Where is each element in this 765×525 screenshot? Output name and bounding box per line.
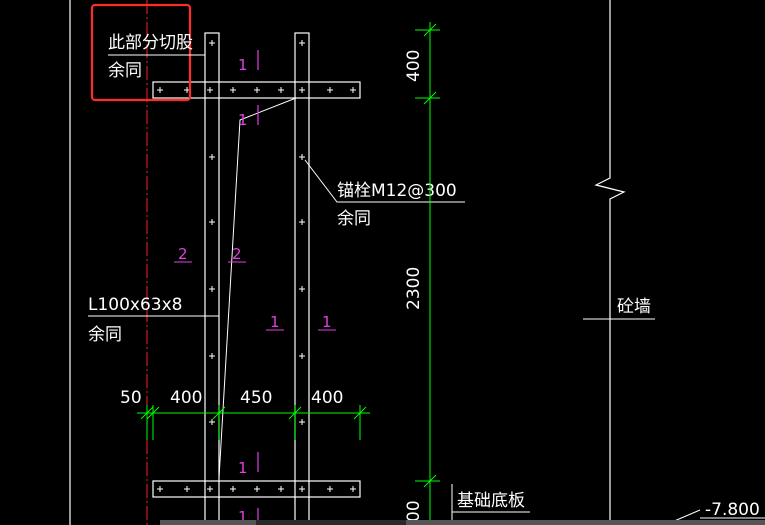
- bottom-plate: [152, 480, 361, 498]
- elevation-label: -7.800: [705, 500, 760, 520]
- dim-horizontal-3: 450: [240, 388, 272, 408]
- highlight-box: [90, 3, 192, 102]
- dim-vertical-2: 2300: [404, 267, 424, 310]
- base-plate-label: 基础底板: [457, 491, 525, 511]
- note-top-left-line2: 余同: [108, 61, 142, 81]
- vertical-dimension: [415, 22, 440, 525]
- angle-note-line2: 余同: [88, 325, 122, 345]
- dim-horizontal-4: 400: [311, 388, 343, 408]
- section-underlines: [174, 261, 336, 331]
- anchor-note-line1: 锚栓M12@300: [337, 181, 457, 201]
- anchor-bolts: [157, 40, 356, 492]
- wall-boundary-line: [594, 0, 626, 525]
- dim-vertical-1: 400: [404, 50, 424, 82]
- dim-horizontal-2: 400: [170, 388, 202, 408]
- section-mark-5: 1: [270, 313, 280, 331]
- dim-vertical-3: 00: [404, 500, 424, 522]
- diagonal-brace: [218, 97, 297, 479]
- section-mark-1: 1: [238, 56, 248, 74]
- section-mark-4: 2: [232, 245, 242, 263]
- inner-dashed-frame: [218, 97, 296, 482]
- left-post: [204, 32, 220, 525]
- wall-label: 砼墙: [617, 297, 651, 317]
- horizontal-dimension: [137, 405, 370, 440]
- anchor-note-leader: [304, 159, 465, 203]
- section-mark-6: 1: [322, 313, 332, 331]
- right-post: [294, 32, 310, 525]
- bottom-strip: [160, 520, 765, 525]
- anchor-note-line2: 余同: [337, 209, 371, 229]
- note-top-left-line1: 此部分切股: [108, 33, 193, 53]
- dim-horizontal-1: 50: [120, 388, 142, 408]
- section-mark-7: 1: [238, 111, 248, 129]
- section-mark-8: 1: [238, 508, 248, 525]
- section-mark-3: 2: [178, 245, 188, 263]
- angle-note-line1: L100x63x8: [88, 295, 183, 315]
- section-mark-2: 1: [238, 459, 248, 477]
- bottom-strip-dark: [256, 520, 406, 525]
